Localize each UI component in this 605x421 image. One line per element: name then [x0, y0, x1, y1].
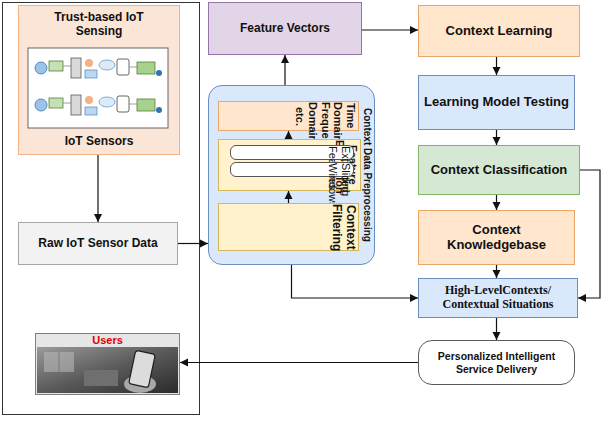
process-box: Context Knowledgebase — [418, 210, 575, 265]
node-label: Learning Model Testing — [424, 95, 569, 110]
iot-illustration — [28, 48, 168, 128]
window-bar — [59, 352, 60, 372]
arrow-connector — [97, 155, 98, 222]
data-box: Raw IoT Sensor Data — [18, 222, 178, 265]
step-pill: Extracted Features — [230, 145, 354, 160]
node-label: Users — [92, 334, 123, 347]
step-pill: Sliding Windows — [230, 162, 354, 177]
process-box: Time Domain Frequency Domain etc. — [218, 101, 359, 131]
arrow-connector — [178, 243, 208, 244]
room-window — [44, 352, 74, 372]
sensor-icon-row — [35, 58, 162, 78]
node-label: High-LevelContexts/ Contextual Situation… — [423, 284, 573, 312]
node-label: Trust-based IoT Sensing — [35, 11, 163, 39]
arrow-connector — [578, 170, 600, 298]
node-label: Personalized Intelligent Service Deliver… — [423, 350, 570, 374]
process-box: Context Filtering — [218, 203, 359, 251]
arrow-connector — [496, 195, 497, 210]
node-label: Extracted Features — [327, 146, 352, 159]
arrow-connector — [496, 318, 497, 340]
process-box: Feature Vectors — [208, 2, 362, 55]
arrow-connector — [288, 131, 289, 139]
arrow-connector — [496, 57, 497, 75]
node-label: Feature Vectors — [240, 22, 330, 36]
node-label: Raw IoT Sensor Data — [38, 237, 157, 251]
phone-shape — [129, 350, 156, 387]
preprocessing-band: Context Data Preprocessing Time Domain Fr… — [208, 85, 375, 265]
node-label: Context Classification — [431, 163, 568, 178]
sensor-icon-row — [35, 95, 162, 115]
process-box: High-LevelContexts/ Contextual Situation… — [418, 278, 578, 318]
node-label: Context Data Preprocessing — [362, 86, 374, 264]
node-label: Context Knowledgebase — [423, 223, 570, 253]
node-label: Context Filtering — [329, 204, 357, 250]
process-box: Context Learning — [418, 5, 580, 57]
sensing-box: Trust-based IoT SensingIoT Sensors — [18, 5, 180, 155]
arrow-connector — [496, 265, 497, 278]
process-box: Feature ExtractionExtracted FeaturesSlid… — [218, 139, 361, 191]
node-label: Sliding Windows — [327, 163, 352, 176]
arrow-connector — [362, 29, 418, 30]
arrow-connector — [180, 362, 418, 363]
room-furniture — [84, 370, 118, 386]
arrow-connector — [284, 55, 285, 85]
outer-frame — [3, 3, 200, 415]
users-photo — [37, 347, 178, 393]
arrow-connector — [292, 265, 419, 298]
hand-shape — [124, 375, 156, 393]
users-box: Users — [35, 333, 180, 395]
arrow-connector — [288, 191, 289, 203]
node-label: Time Domain Frequency Domain etc. — [294, 102, 357, 130]
node-label: IoT Sensors — [65, 135, 134, 149]
terminal-box: Personalized Intelligent Service Deliver… — [418, 340, 575, 385]
node-label: Context Learning — [446, 24, 553, 39]
process-box: Learning Model Testing — [418, 75, 575, 130]
arrow-connector — [496, 130, 497, 145]
process-box: Context Classification — [418, 145, 580, 195]
